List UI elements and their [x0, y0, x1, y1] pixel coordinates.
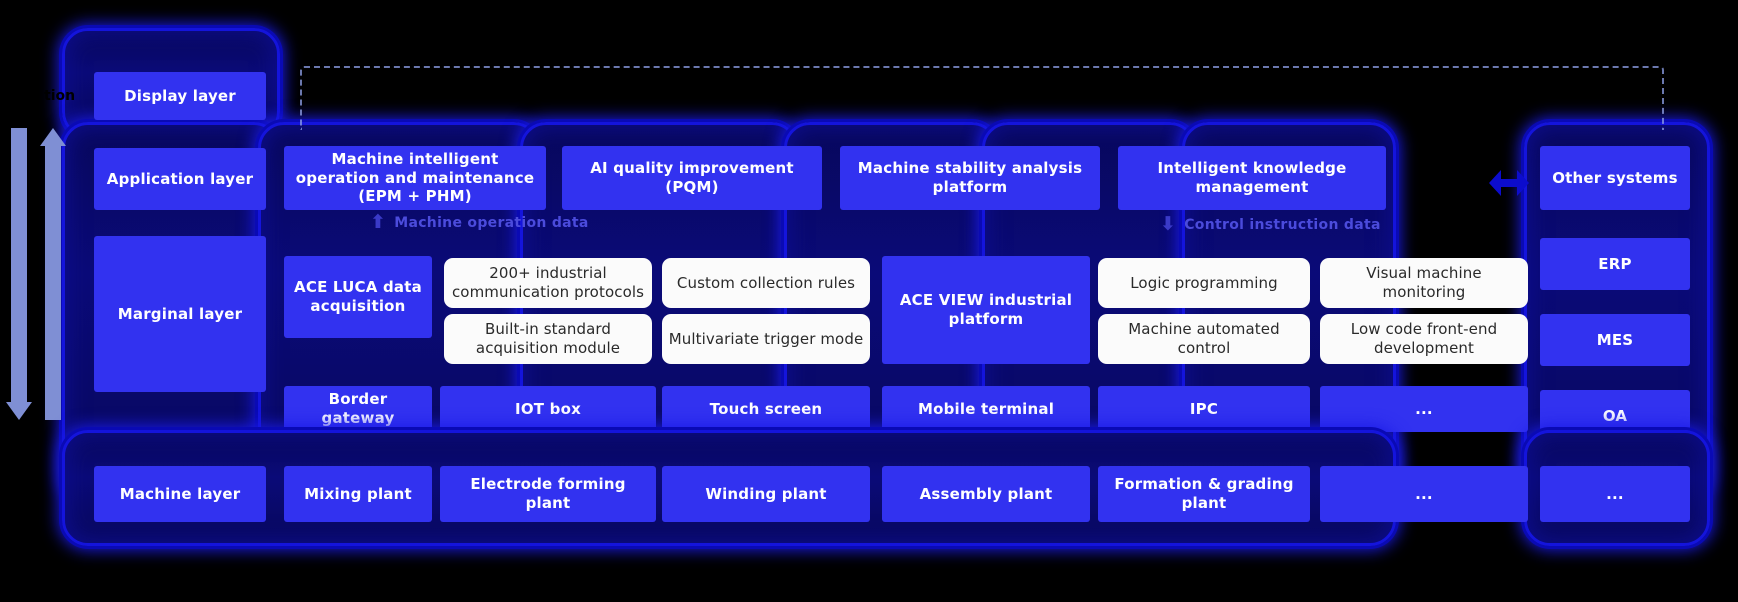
downward-flow-arrow — [6, 128, 32, 420]
side-system-oa[interactable]: OA — [1540, 390, 1690, 442]
device-iot-box[interactable]: IOT box — [440, 386, 656, 432]
arrow-up-icon: ⬆ — [400, 434, 417, 456]
feature-logic-programming[interactable]: Logic programming — [1098, 258, 1310, 308]
feature-standard-acquisition-module[interactable]: Built-in standard acquisition module — [444, 314, 652, 364]
feature-custom-collection-rules[interactable]: Custom collection rules — [662, 258, 870, 308]
application-item-stability[interactable]: Machine stability analysis platform — [840, 146, 1100, 210]
plant-electrode-forming[interactable]: Electrode forming plant — [440, 466, 656, 522]
layer-label-machine[interactable]: Machine layer — [94, 466, 266, 522]
device-border-gateway[interactable]: Border gateway — [284, 386, 432, 432]
flow-label-text: Control instruction data — [1184, 216, 1381, 233]
flow-label-text: PLC signal — [424, 437, 509, 454]
flow-plc-signal: ⬆ PLC signal — [400, 436, 509, 455]
dashed-connector — [300, 66, 1664, 130]
application-item-pqm[interactable]: AI quality improvement (PQM) — [562, 146, 822, 210]
device-ipc[interactable]: IPC — [1098, 386, 1310, 432]
arrow-down-icon: ⬇ — [1160, 213, 1177, 235]
platform-ace-view[interactable]: ACE VIEW industrial platform — [882, 256, 1090, 364]
layer-label-application[interactable]: Application layer — [94, 148, 266, 210]
feature-machine-automated-control[interactable]: Machine automated control — [1098, 314, 1310, 364]
plant-mixing[interactable]: Mixing plant — [284, 466, 432, 522]
flow-label-text: Machine operation data — [394, 214, 589, 231]
flow-control-instruction-data: ⬇ Control instruction data — [1160, 215, 1381, 234]
side-system-other[interactable]: Other systems — [1540, 146, 1690, 210]
bidirectional-arrow — [1489, 170, 1529, 196]
arrow-down-icon: ⬇ — [1180, 434, 1197, 456]
feature-visual-machine-monitoring[interactable]: Visual machine monitoring — [1320, 258, 1528, 308]
feature-multivariate-trigger-mode[interactable]: Multivariate trigger mode — [662, 314, 870, 364]
side-system-erp[interactable]: ERP — [1540, 238, 1690, 290]
side-system-mes[interactable]: MES — [1540, 314, 1690, 366]
flow-machine-operation-data: ⬆ Machine operation data — [370, 213, 589, 232]
arrow-up-icon: ⬆ — [370, 211, 387, 233]
device-more[interactable]: ... — [1320, 386, 1528, 432]
plant-assembly[interactable]: Assembly plant — [882, 466, 1090, 522]
plant-formation-grading[interactable]: Formation & grading plant — [1098, 466, 1310, 522]
side-system-more[interactable]: ... — [1540, 466, 1690, 522]
flow-label-text: PLC control instruction — [1204, 437, 1393, 454]
application-item-knowledge[interactable]: Intelligent knowledge management — [1118, 146, 1386, 210]
layer-label-display[interactable]: Display layer — [94, 72, 266, 120]
device-mobile-terminal[interactable]: Mobile terminal — [882, 386, 1090, 432]
cutoff-text-fragment: tion — [44, 88, 76, 104]
plant-more[interactable]: ... — [1320, 466, 1528, 522]
feature-low-code-development[interactable]: Low code front-end development — [1320, 314, 1528, 364]
device-touch-screen[interactable]: Touch screen — [662, 386, 870, 432]
application-item-epm-phm[interactable]: Machine intelligent operation and mainte… — [284, 146, 546, 210]
feature-industrial-protocols[interactable]: 200+ industrial communication protocols — [444, 258, 652, 308]
upward-flow-arrow — [40, 128, 66, 420]
plant-winding[interactable]: Winding plant — [662, 466, 870, 522]
platform-ace-luca[interactable]: ACE LUCA data acquisition — [284, 256, 432, 338]
flow-plc-control-instruction: ⬇ PLC control instruction — [1180, 436, 1392, 455]
layer-label-marginal[interactable]: Marginal layer — [94, 236, 266, 392]
